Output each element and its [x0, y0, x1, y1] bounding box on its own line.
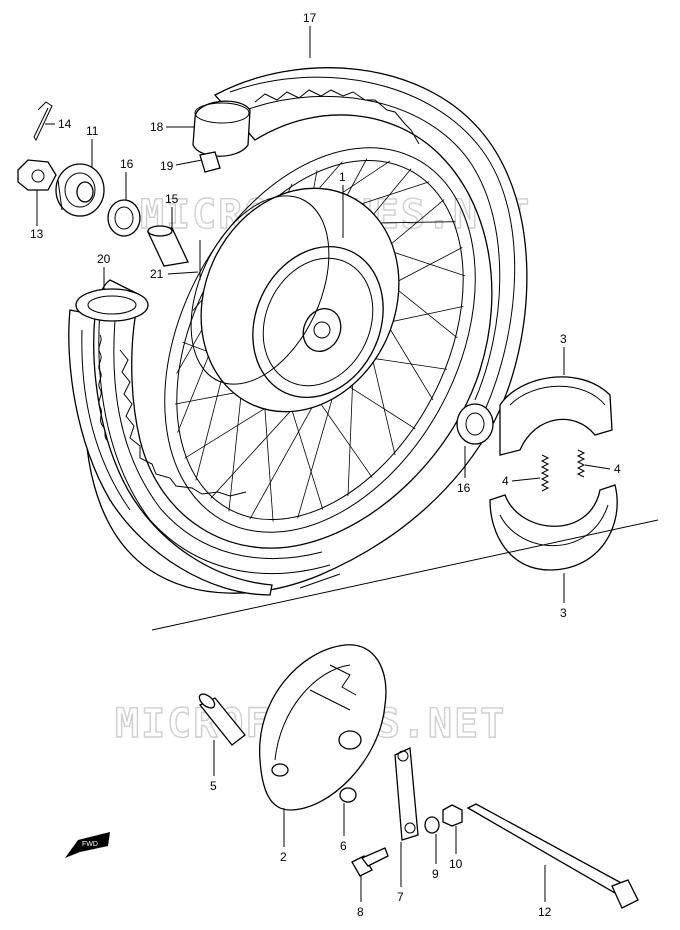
svg-text:10: 10	[449, 857, 463, 871]
callout-18: 18	[150, 120, 195, 134]
callout-6: 6	[340, 803, 347, 853]
valve-part-19	[199, 151, 221, 173]
spring-part-4-left	[540, 454, 550, 492]
assembly-axis-line	[151, 519, 659, 631]
axle-part-12	[466, 803, 639, 909]
washer-part-9	[424, 816, 440, 834]
svg-text:7: 7	[397, 890, 404, 904]
svg-text:2: 2	[280, 850, 287, 864]
brake-arm-part-7	[394, 747, 419, 841]
brake-panel-part-2	[259, 644, 387, 811]
callout-5: 5	[210, 740, 217, 793]
svg-text:15: 15	[165, 192, 179, 206]
callout-8: 8	[357, 876, 364, 919]
callout-2: 2	[280, 808, 287, 864]
bearing-part-16-left	[107, 199, 141, 237]
bearing-part-16-right	[456, 403, 494, 445]
svg-text:3: 3	[560, 332, 567, 346]
callout-1: 1	[339, 170, 346, 238]
svg-text:4: 4	[502, 474, 509, 488]
callout-4-left: 4	[502, 474, 541, 488]
callout-3-lower: 3	[560, 573, 567, 620]
callout-3-upper: 3	[560, 332, 567, 375]
tube-part-20	[68, 288, 273, 596]
svg-text:14: 14	[58, 117, 72, 131]
brake-cam-part-5	[198, 693, 246, 746]
svg-text:16: 16	[457, 481, 471, 495]
svg-text:12: 12	[538, 905, 552, 919]
callout-13: 13	[30, 190, 44, 241]
callout-11: 11	[86, 124, 99, 168]
svg-text:13: 13	[30, 227, 44, 241]
spacer-part-15	[147, 225, 189, 267]
svg-text:19: 19	[160, 159, 174, 173]
seal-part-6	[339, 787, 357, 803]
callout-15: 15	[165, 192, 179, 228]
callout-19: 19	[160, 159, 203, 173]
svg-text:9: 9	[432, 867, 439, 881]
brake-shoe-part-3-lower	[489, 484, 618, 571]
callout-4-right: 4	[584, 462, 621, 476]
hub-part-1	[190, 187, 400, 413]
callout-10: 10	[449, 826, 463, 871]
callout-20: 20	[97, 252, 111, 290]
callout-14: 14	[45, 117, 72, 131]
svg-text:1: 1	[339, 170, 346, 184]
svg-text:21: 21	[150, 267, 164, 281]
callout-7: 7	[397, 842, 404, 904]
svg-text:17: 17	[303, 11, 317, 25]
gear-box-part-11	[55, 163, 105, 217]
svg-text:8: 8	[357, 905, 364, 919]
svg-text:4: 4	[614, 462, 621, 476]
callout-12: 12	[538, 865, 552, 919]
svg-text:3: 3	[560, 606, 567, 620]
svg-text:20: 20	[97, 252, 111, 266]
svg-text:6: 6	[340, 839, 347, 853]
nut-part-13	[17, 159, 57, 191]
callout-21: 21	[150, 240, 201, 281]
callout-16-right: 16	[457, 446, 471, 495]
forward-arrow-icon: FWD	[65, 832, 110, 858]
svg-text:11: 11	[86, 124, 99, 138]
svg-text:16: 16	[120, 157, 134, 171]
brake-shoe-part-3-upper	[499, 376, 613, 456]
nut-part-10	[442, 804, 463, 827]
bolt-part-8	[351, 847, 389, 877]
rim-band-part-18	[192, 100, 251, 157]
callout-17: 17	[303, 11, 317, 58]
cotter-pin-part-14	[33, 101, 53, 142]
callout-9: 9	[432, 834, 439, 881]
svg-text:18: 18	[150, 120, 164, 134]
spring-part-4-right	[576, 449, 586, 478]
callout-16-left: 16	[120, 157, 134, 200]
svg-text:5: 5	[210, 779, 217, 793]
fwd-label: FWD	[82, 841, 98, 848]
